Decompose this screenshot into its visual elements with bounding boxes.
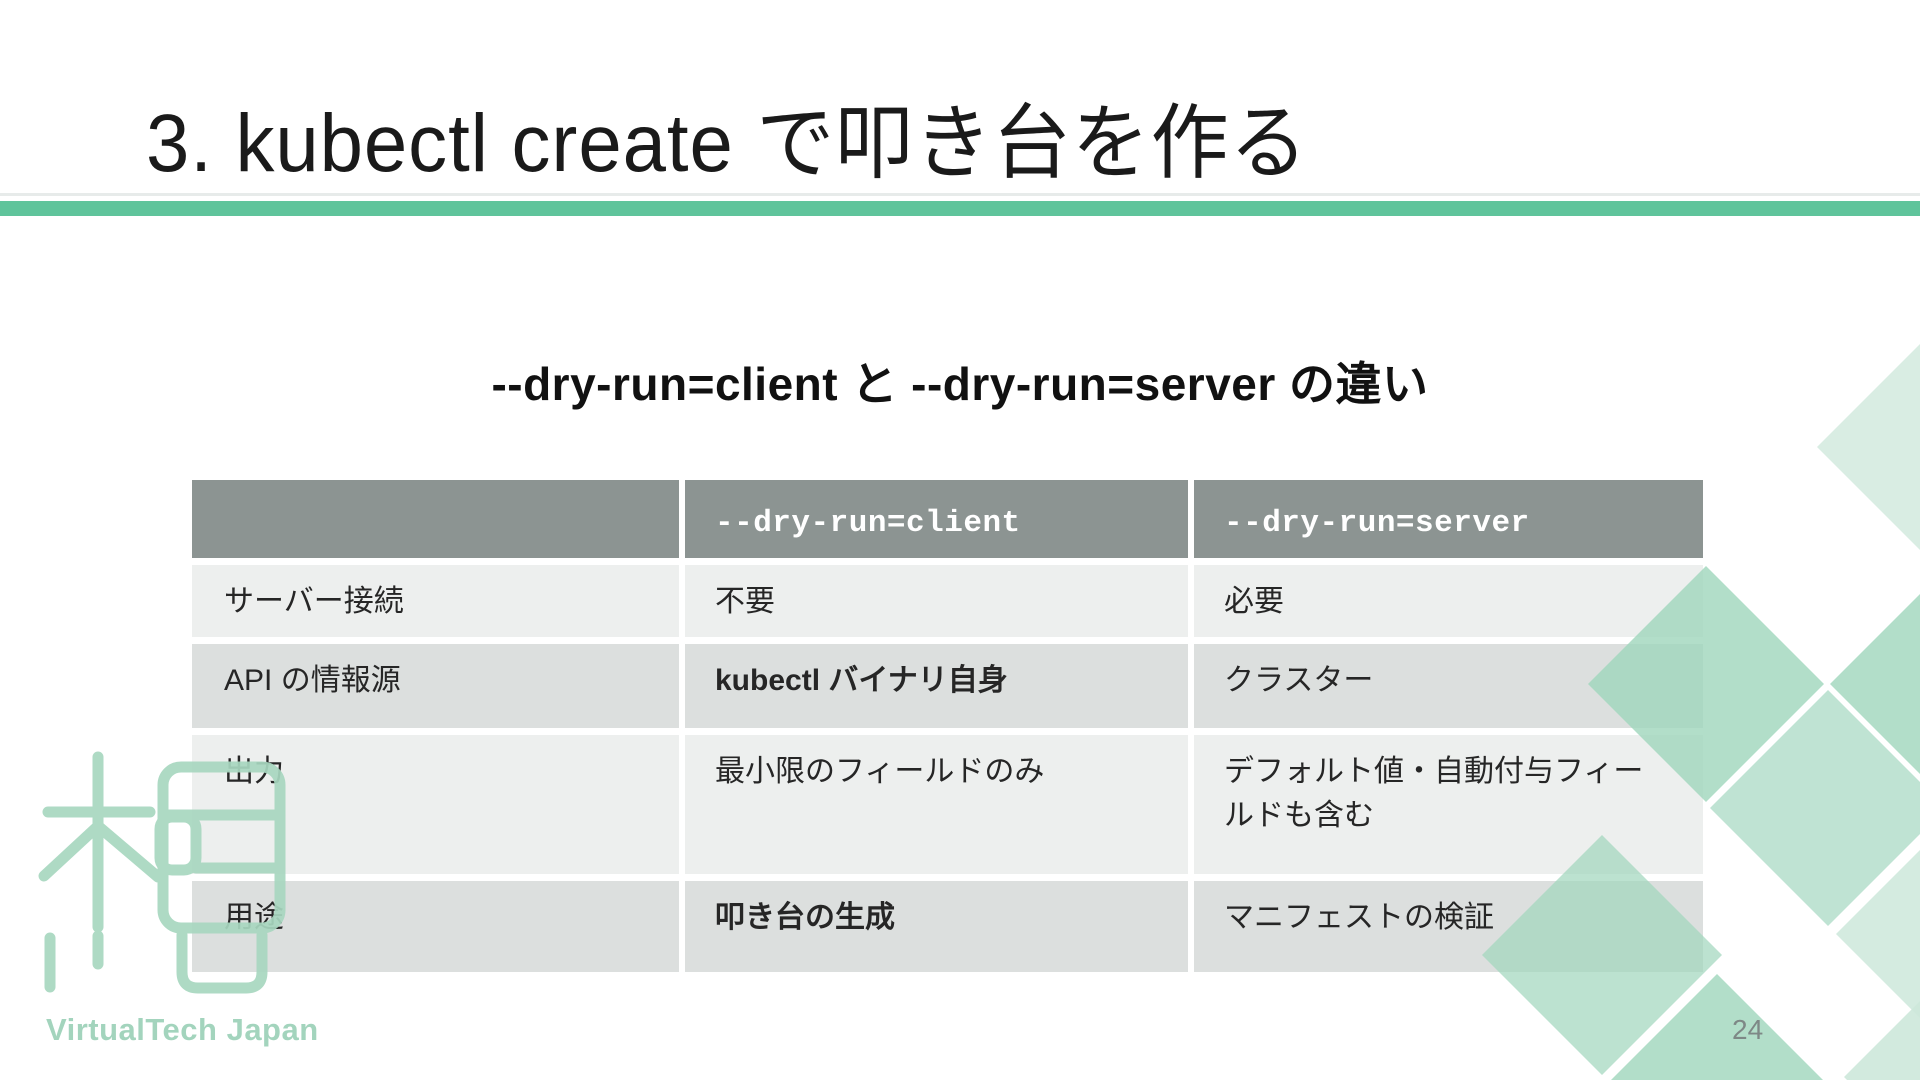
page-number: 24 (1732, 1014, 1764, 1045)
diamond-shape (1710, 690, 1920, 926)
logo-tree-diagonal-right (92, 820, 164, 883)
row-label-server-connection: サーバー接続 (192, 565, 679, 637)
cell-server-server-connection: 必要 (1194, 565, 1703, 637)
table-header-dry-run-server: --dry-run=server (1194, 480, 1703, 558)
diamond-shape (1836, 850, 1920, 1018)
vtj-logo-wordmark: VirtualTech Japan (46, 1012, 319, 1047)
cell-server-api-source: クラスター (1194, 644, 1703, 728)
title-divider-line (0, 193, 1920, 196)
page-title: 3. kubectl create で叩き台を作る (146, 98, 1309, 189)
row-label-usage: 用途 (192, 881, 679, 972)
cell-server-usage: マニフェストの検証 (1194, 881, 1703, 972)
table-header-empty (192, 480, 679, 558)
row-label-output: 出力 (192, 735, 679, 874)
logo-tree-diagonal-left (38, 820, 104, 882)
table-header-dry-run-client: --dry-run=client (685, 480, 1188, 558)
cell-server-output: デフォルト値・自動付与フィールドも含む (1194, 735, 1703, 874)
cell-client-api-source: kubectl バイナリ自身 (685, 644, 1188, 728)
diamond-shape (1830, 594, 1920, 774)
cell-client-server-connection: 不要 (685, 565, 1188, 637)
cell-client-usage: 叩き台の生成 (685, 881, 1188, 972)
diamond-shape (1611, 974, 1823, 1080)
diamond-shape (1844, 1001, 1920, 1080)
title-accent-bar (0, 201, 1920, 216)
comparison-table: --dry-run=client --dry-run=server サーバー接続… (192, 480, 1703, 972)
cell-client-output: 最小限のフィールドのみ (685, 735, 1188, 874)
slide-subtitle: --dry-run=client と --dry-run=server の違い (491, 358, 1429, 410)
row-label-api-source: API の情報源 (192, 644, 679, 728)
logo-sun-inner-box (154, 811, 202, 876)
